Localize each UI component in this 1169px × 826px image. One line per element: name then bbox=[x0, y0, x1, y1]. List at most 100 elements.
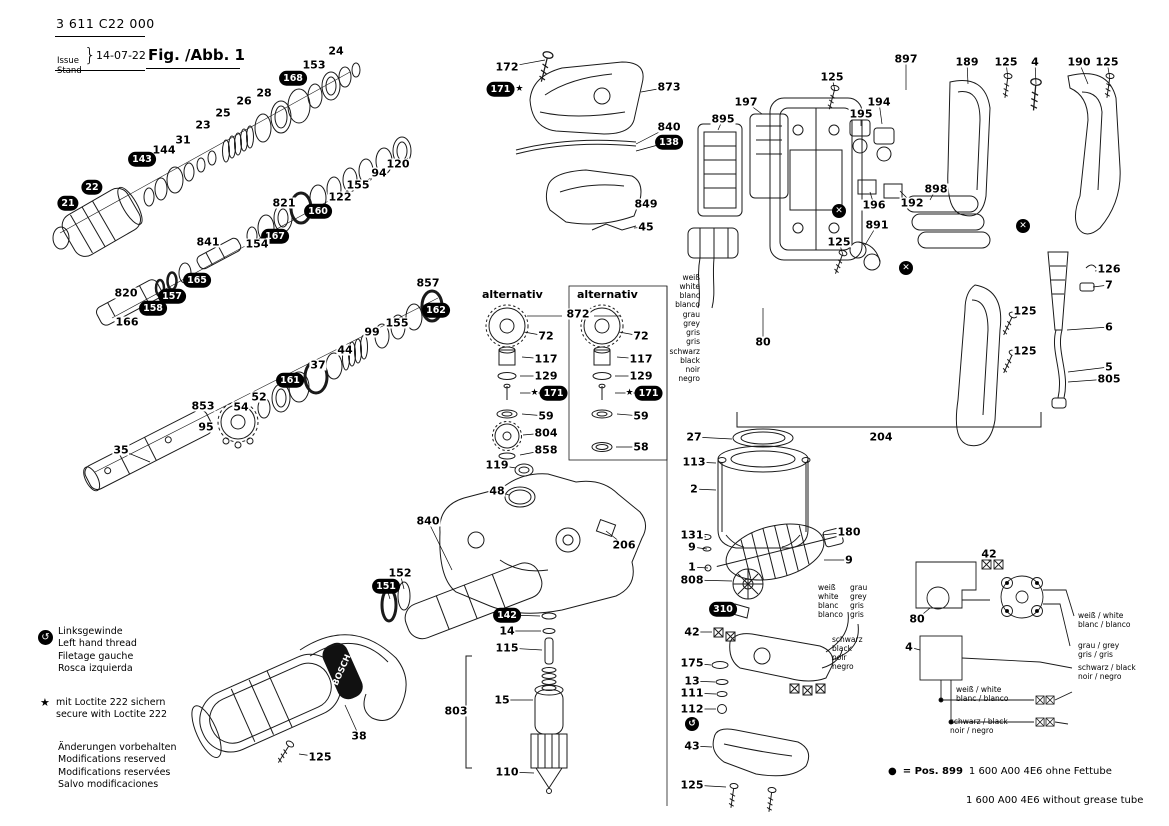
legend-white-slash: weiß / white blanc / blanco bbox=[956, 685, 1009, 703]
grease-bullet-icon: ● bbox=[888, 765, 897, 777]
unavailable-marker: ✕ bbox=[899, 261, 913, 275]
part-callout-42: 42 bbox=[980, 547, 998, 561]
part-callout-112: 112 bbox=[679, 702, 705, 716]
part-callout-189: 189 bbox=[954, 55, 980, 69]
part-callout-37: 37 bbox=[309, 358, 327, 372]
part-callout-48: 48 bbox=[488, 484, 506, 498]
part-callout-113: 113 bbox=[681, 455, 707, 469]
part-callout-821: 821 bbox=[271, 196, 297, 210]
chuck-assembly bbox=[52, 62, 361, 257]
modifications-note: Änderungen vorbehalten Modifications res… bbox=[58, 742, 177, 791]
part-callout-898: 898 bbox=[923, 182, 949, 196]
part-callout-155: 155 bbox=[345, 178, 371, 192]
striker-assembly bbox=[465, 612, 568, 794]
part-callout-872: 872 bbox=[565, 307, 591, 321]
part-callout-80: 80 bbox=[754, 335, 772, 349]
part-callout-161: 161 bbox=[276, 372, 304, 388]
part-callout-195: 195 bbox=[848, 107, 874, 121]
legend-white: weiß white blanc blanco bbox=[818, 583, 843, 619]
part-callout-52: 52 bbox=[250, 390, 268, 404]
field-stator bbox=[717, 428, 811, 549]
left-hand-thread-marker: ↺ bbox=[685, 717, 699, 731]
part-callout-35: 35 bbox=[112, 443, 130, 457]
part-callout-28: 28 bbox=[255, 86, 273, 100]
loctite-star-icon: ★ bbox=[40, 696, 50, 709]
part-callout-9: 9 bbox=[844, 553, 854, 567]
part-callout-840: 840 bbox=[656, 120, 682, 134]
part-callout-6: 6 bbox=[1104, 320, 1114, 334]
pos-899-line2: 1 600 A00 4E6 without grease tube bbox=[966, 794, 1144, 806]
part-callout-153: 153 bbox=[301, 58, 327, 72]
part-callout-122: 122 bbox=[327, 190, 353, 204]
part-callout-840: 840 bbox=[415, 514, 441, 528]
part-callout-858: 858 bbox=[533, 443, 559, 457]
cable-plug-80 bbox=[687, 227, 739, 309]
alternativ-label-left: alternativ bbox=[482, 288, 543, 301]
part-callout-24: 24 bbox=[327, 44, 345, 58]
side-handle: BOSCH bbox=[191, 634, 407, 766]
issue-date: 14-07-22 bbox=[96, 49, 146, 62]
alt-stack-right bbox=[580, 304, 624, 452]
part-callout-853: 853 bbox=[190, 399, 216, 413]
frames bbox=[527, 285, 668, 806]
part-callout-162: 162 bbox=[422, 302, 450, 318]
part-callout-206: 206 bbox=[611, 538, 637, 552]
legend-white: weiß white blanc blanco bbox=[675, 273, 700, 309]
alternativ-label-right: alternativ bbox=[577, 288, 638, 301]
part-callout-196: 196 bbox=[861, 198, 887, 212]
part-callout-125: 125 bbox=[1012, 344, 1038, 358]
part-callout-138: 138 bbox=[655, 134, 683, 150]
part-callout-126: 126 bbox=[1096, 262, 1122, 276]
part-callout-151: 151 bbox=[372, 578, 400, 594]
part-callout-58: 58 bbox=[632, 440, 650, 454]
legend-black-slash: schwarz / black noir / negro bbox=[950, 717, 1008, 735]
part-callout-131: 131 bbox=[679, 528, 705, 542]
part-callout-15: 15 bbox=[493, 693, 511, 707]
part-callout-897: 897 bbox=[893, 52, 919, 66]
part-callout-7: 7 bbox=[1104, 278, 1114, 292]
electronic-module-197 bbox=[749, 113, 789, 199]
part-callout-95: 95 bbox=[197, 420, 215, 434]
gasket-840 bbox=[515, 139, 637, 155]
grip-plate-189 bbox=[947, 80, 991, 217]
part-callout-849: 849 bbox=[633, 197, 659, 211]
part-callout-129: 129 bbox=[533, 369, 559, 383]
part-callout-171: 171★ bbox=[486, 81, 524, 97]
part-callout-152: 152 bbox=[387, 566, 413, 580]
part-callout-171: ★171 bbox=[530, 385, 568, 401]
part-callout-192: 192 bbox=[899, 196, 925, 210]
part-callout-142: 142 bbox=[493, 607, 521, 623]
part-callout-168: 168 bbox=[279, 70, 307, 86]
legend-grey: grau grey gris gris bbox=[682, 310, 700, 346]
part-callout-171: ★171 bbox=[625, 385, 663, 401]
part-callout-120: 120 bbox=[385, 157, 411, 171]
part-callout-873: 873 bbox=[656, 80, 682, 94]
unavailable-marker: ✕ bbox=[1016, 219, 1030, 233]
part-callout-197: 197 bbox=[733, 95, 759, 109]
part-callout-172: 172 bbox=[494, 60, 520, 74]
part-callout-80: 80 bbox=[908, 612, 926, 626]
pos-899-line1: 1 600 A00 4E6 ohne Fettube bbox=[968, 765, 1112, 777]
part-callout-804: 804 bbox=[533, 426, 559, 440]
part-callout-23: 23 bbox=[194, 118, 212, 132]
part-callout-125: 125 bbox=[993, 55, 1019, 69]
elbow-891 bbox=[849, 241, 881, 271]
part-callout-165: 165 bbox=[183, 272, 211, 288]
part-callout-895: 895 bbox=[710, 112, 736, 126]
part-callout-22: 22 bbox=[81, 179, 103, 195]
part-callout-54: 54 bbox=[232, 400, 250, 414]
legend-grey-slash: grau / grey gris / gris bbox=[1078, 641, 1120, 659]
part-callout-820: 820 bbox=[113, 286, 139, 300]
part-callout-803: 803 bbox=[443, 704, 469, 718]
part-callout-27: 27 bbox=[685, 430, 703, 444]
part-callout-42: 42 bbox=[683, 625, 701, 639]
part-number: 3 611 C22 000 bbox=[56, 16, 155, 31]
part-callout-38: 38 bbox=[350, 729, 368, 743]
part-callout-180: 180 bbox=[836, 525, 862, 539]
wiring-diagram bbox=[915, 559, 1075, 727]
power-cable bbox=[1047, 251, 1097, 409]
micro-switches bbox=[849, 119, 903, 199]
part-callout-99: 99 bbox=[363, 325, 381, 339]
